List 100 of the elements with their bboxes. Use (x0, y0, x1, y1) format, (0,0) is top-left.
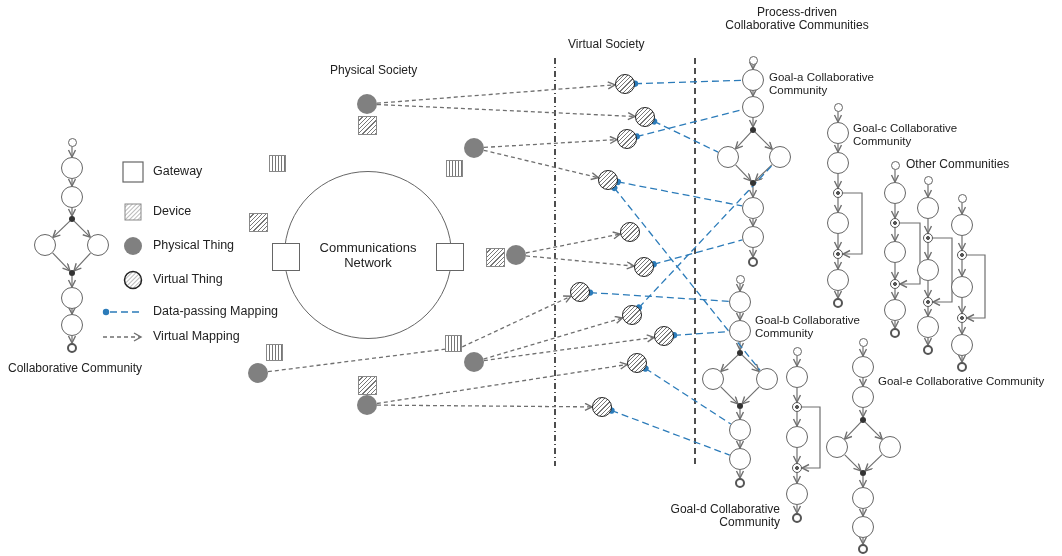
flow-arrow (923, 218, 933, 234)
flow-arrow (923, 183, 933, 198)
process-circle (34, 234, 56, 256)
flow-arrow (748, 247, 758, 258)
flow-arrow (957, 201, 967, 215)
process-circle (827, 152, 849, 174)
process-circle (702, 368, 724, 390)
junction-dot (750, 180, 756, 186)
end-ring (858, 544, 868, 554)
flow-arrow (890, 288, 900, 300)
flow-arrow (923, 337, 933, 346)
flow-arrow (833, 290, 843, 299)
flow-arrow (748, 61, 758, 70)
flow-arrow (923, 306, 933, 317)
process-circle (827, 212, 849, 234)
flow-arrow (720, 386, 739, 405)
flow-arrow (890, 227, 900, 242)
junction-dot (750, 127, 756, 133)
flow-arrow (858, 407, 868, 418)
section-heading: Process-driven Collaborative Communities (724, 6, 870, 32)
start-circle (957, 193, 967, 203)
process-circle (756, 368, 778, 390)
network-circle: Communications Network (284, 171, 452, 339)
flow-arrow (966, 254, 986, 323)
end-ring (748, 257, 758, 267)
flow-arrow (735, 440, 745, 449)
section-heading: Virtual Society (568, 38, 646, 51)
end-ring (792, 513, 802, 523)
process-circle (884, 299, 906, 321)
flow-arrow (734, 131, 752, 150)
mapping-line (635, 164, 774, 311)
start-circle (748, 55, 758, 65)
flow-arrow (792, 387, 802, 403)
flow-arrow (890, 203, 900, 219)
flow-arrow (67, 207, 77, 217)
flow-arrow (67, 178, 77, 187)
junction-ring (833, 249, 843, 259)
flow-arrow (957, 259, 967, 277)
process-circle (884, 241, 906, 263)
flow-arrow (844, 454, 862, 472)
flow-arrow (792, 504, 802, 514)
process-circle (87, 234, 109, 256)
junction-dot (860, 417, 866, 423)
legend-label: Gateway (153, 165, 203, 178)
flow-arrow (735, 164, 752, 182)
junction-ring (792, 463, 802, 473)
process-circle (786, 366, 808, 388)
flow-arrow (792, 472, 802, 484)
process-circle (884, 182, 906, 204)
flow-arrow (957, 235, 967, 251)
flow-arrow (52, 252, 71, 272)
flow-arrow (890, 168, 900, 183)
flow-arrow (792, 354, 802, 367)
process-circle (729, 448, 751, 470)
flow-arrow (741, 354, 760, 373)
mapping-arrow (483, 334, 655, 362)
physical-thing-circle (506, 245, 526, 265)
community-label: Goal-d Collaborative Community (669, 503, 780, 529)
virtual-thing-circle (617, 129, 637, 149)
end-ring (923, 345, 933, 355)
process-circle (742, 197, 764, 219)
start-circle (67, 137, 77, 147)
device-tile (485, 247, 505, 267)
process-circle (742, 96, 764, 118)
group-label: Other Communities (906, 158, 1011, 171)
flow-arrow (858, 475, 868, 488)
device-tile (248, 212, 268, 232)
mapping-arrow (483, 135, 618, 149)
process-circle (852, 487, 874, 509)
junction-dot (69, 216, 75, 222)
community-label: Goal-b Collaborative Community (755, 314, 861, 340)
flow-arrow (720, 354, 739, 373)
junction-dot (860, 470, 866, 476)
process-circle (917, 197, 939, 219)
end-ring (957, 362, 967, 372)
device-tile (444, 334, 462, 352)
virtual-thing-circle (620, 222, 640, 242)
start-circle (923, 175, 933, 185)
virtual-thing-circle (570, 282, 590, 302)
process-circle (717, 146, 739, 168)
mapping-arrow (525, 231, 621, 254)
flow-arrow (923, 280, 933, 298)
physical-thing-circle (464, 138, 484, 158)
flow-arrow (748, 185, 758, 198)
flow-arrow (735, 341, 745, 351)
process-circle (917, 316, 939, 338)
flow-arrow (932, 237, 953, 307)
process-circle (786, 483, 808, 505)
flow-arrow (957, 354, 967, 363)
process-circle (742, 226, 764, 248)
legend-label: Device (153, 205, 192, 218)
junction-ring (957, 313, 967, 323)
flow-arrow (833, 143, 843, 153)
junction-ring (833, 188, 843, 198)
flow-arrow (843, 421, 862, 440)
device-tile (445, 159, 463, 177)
end-ring (890, 328, 900, 338)
mapping-line (642, 365, 732, 425)
junction-ring (890, 218, 900, 228)
flow-arrow (754, 131, 773, 150)
